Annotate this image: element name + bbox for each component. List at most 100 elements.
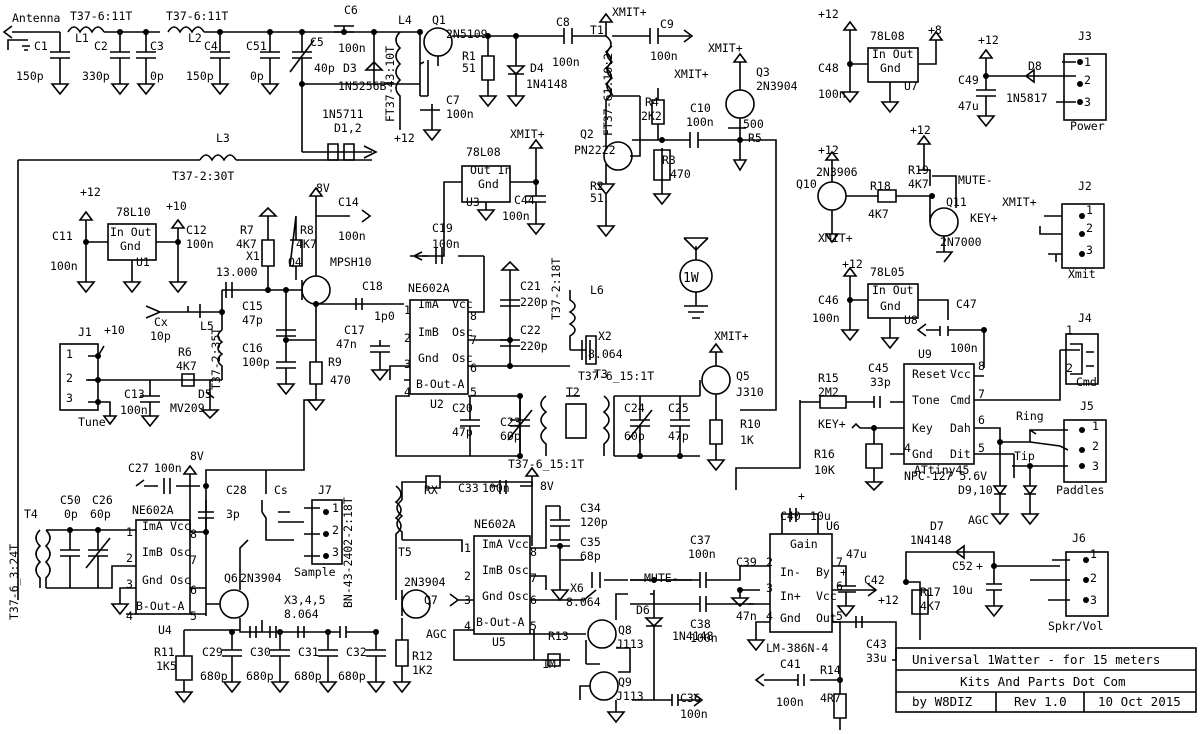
component-label: D4 — [530, 61, 544, 75]
component-label: Tune — [78, 415, 106, 429]
component-label: 100n — [50, 259, 78, 273]
component-label: 2K2 — [641, 109, 662, 123]
component-label: J7 — [318, 483, 332, 497]
component-label: 2N3904 — [404, 575, 446, 589]
component-label: +8 — [928, 23, 942, 37]
component-label: X6 — [570, 581, 584, 595]
component-label: +10 — [104, 323, 125, 337]
component-label: XMIT+ — [818, 231, 853, 245]
component-label: T37-6:11T — [166, 9, 228, 23]
component-label: 8.064 — [284, 607, 319, 621]
component-label: 2N5109 — [446, 27, 488, 41]
component-label: FT37-43:10T — [383, 46, 397, 122]
component-label: C1 — [34, 39, 48, 53]
component-label: 78L08 — [466, 145, 501, 159]
component-label: C19 — [432, 221, 453, 235]
component-label: +12 — [842, 257, 863, 271]
component-label: 8 — [470, 309, 477, 323]
component-label: 2 — [332, 523, 339, 537]
component-label: 2N3904 — [756, 79, 798, 93]
component-label: R18 — [870, 179, 891, 193]
component-label: Q10 — [796, 177, 817, 191]
component-label: Q8 — [618, 623, 632, 637]
component-label: 68p — [580, 549, 601, 563]
component-label: T37-6_3:24T — [7, 544, 21, 620]
component-label: 500 — [743, 117, 764, 131]
component-label: C46 — [818, 293, 839, 307]
component-label: AGC — [968, 513, 989, 527]
component-label: XMIT+ — [708, 41, 743, 55]
component-label: J5 — [1080, 399, 1094, 413]
component-label: Power — [1070, 119, 1105, 133]
component-label: T37-2:30T — [172, 169, 234, 183]
component-label: XMIT+ — [510, 127, 545, 141]
component-label: 4R7 — [820, 691, 841, 705]
component-label: 2 — [464, 569, 471, 583]
component-label: 4K7 — [868, 207, 889, 221]
component-label: Sample — [294, 565, 336, 579]
component-label: R16 — [814, 447, 835, 461]
component-label: +12 — [818, 7, 839, 21]
component-label: Gnd — [120, 239, 141, 253]
component-label: C10 — [690, 101, 711, 115]
component-label: 1K — [740, 433, 754, 447]
component-label: D1,2 — [334, 121, 362, 135]
component-label: 8.064 — [566, 595, 601, 609]
component-label: T37-2:18T — [549, 258, 563, 320]
component-label: C38 — [690, 617, 711, 631]
component-label: C24 — [624, 401, 645, 415]
component-label: R9 — [328, 355, 342, 369]
component-label: Ring — [1016, 409, 1044, 423]
component-label: 150p — [16, 69, 44, 83]
component-label: D6 — [636, 603, 650, 617]
component-label: MPSH10 — [330, 255, 372, 269]
component-label: 8 — [190, 527, 197, 541]
component-label: NPC-127 5.6V — [904, 469, 987, 483]
component-label: C42 — [864, 573, 885, 587]
component-label: 1N5711 — [322, 107, 364, 121]
component-label: B-Out-A — [416, 377, 465, 391]
component-label: 100n — [338, 41, 366, 55]
component-label: J310 — [736, 385, 764, 399]
component-label: C21 — [520, 279, 541, 293]
component-label: ImA — [482, 537, 503, 551]
component-label: 8V — [316, 181, 330, 195]
component-label: 100n — [686, 115, 714, 129]
component-label: KEY+ — [818, 417, 846, 431]
component-label: D9,10 — [958, 483, 993, 497]
component-label: 1 — [126, 525, 133, 539]
component-label: Gnd — [418, 351, 439, 365]
component-label: J113 — [616, 689, 644, 703]
component-label: 1 — [1084, 55, 1091, 69]
component-label: Q2 — [580, 127, 594, 141]
component-label: 0p — [150, 69, 164, 83]
component-label: 1 — [1086, 203, 1093, 217]
wiring — [2, 12, 1197, 730]
component-label: 60p — [624, 429, 645, 443]
component-label: FT37-61:10:2 — [601, 53, 615, 136]
component-label: Cs — [274, 483, 288, 497]
component-label: + — [976, 559, 983, 573]
title-block-company: Kits And Parts Dot Com — [960, 674, 1126, 689]
component-label: C13 — [124, 387, 145, 401]
component-label: 5 — [978, 441, 985, 455]
component-label: Out — [816, 611, 837, 625]
component-label: C39 — [736, 555, 757, 569]
component-label: 100n — [818, 87, 846, 101]
component-label: Q1 — [432, 13, 446, 27]
component-label: MUTE- — [644, 571, 679, 585]
component-label: 100n — [502, 209, 530, 223]
component-label: B-Out-A — [476, 615, 525, 629]
component-label: 1 — [1092, 419, 1099, 433]
component-label: L6 — [590, 283, 604, 297]
junction-dots — [67, 29, 1089, 683]
component-label: C22 — [520, 323, 541, 337]
component-label: C26 — [92, 493, 113, 507]
component-label: 4 — [404, 385, 411, 399]
component-label: 100n — [688, 547, 716, 561]
component-label: 47p — [668, 429, 689, 443]
component-label: 2 — [766, 555, 773, 569]
component-label: C36 — [680, 691, 701, 705]
component-label: 4 — [766, 609, 773, 623]
